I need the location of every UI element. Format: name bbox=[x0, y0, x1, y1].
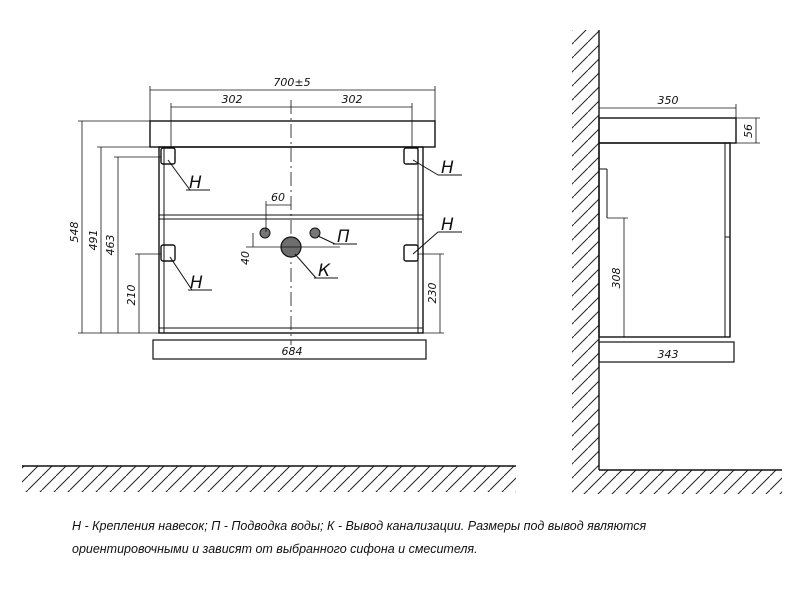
mount-label-2: Н bbox=[441, 158, 454, 178]
legend: Н - Крепления навесок; П - Подводка воды… bbox=[72, 515, 772, 561]
water-inlet-left bbox=[259, 227, 271, 239]
dim-body-height: 308 bbox=[610, 268, 623, 289]
dim-bottom-width: 684 bbox=[282, 345, 303, 358]
front-view: 700±5 302 302 548 491 463 210 230 684 60… bbox=[68, 76, 462, 360]
dim-overall-width: 700±5 bbox=[273, 76, 310, 89]
body-side bbox=[598, 142, 731, 338]
dim-pipe-offset-x: 60 bbox=[271, 191, 285, 204]
mount-brackets bbox=[160, 147, 419, 262]
countertop-side bbox=[598, 117, 737, 144]
dim-height-total: 548 bbox=[68, 222, 81, 243]
floor-front bbox=[22, 465, 516, 492]
legend-line-2: ориентировочными и зависят от выбранного… bbox=[72, 542, 478, 556]
side-view: 350 56 308 343 bbox=[572, 30, 760, 470]
countertop bbox=[149, 120, 436, 148]
dim-height-inner: 463 bbox=[104, 235, 117, 256]
cabinet-body bbox=[158, 146, 424, 334]
mount-label-4: Н bbox=[441, 215, 454, 235]
water-label: П bbox=[337, 227, 350, 247]
mount-label-3: Н bbox=[190, 273, 203, 293]
water-inlet-right bbox=[309, 227, 321, 239]
leader-lines bbox=[167, 159, 462, 291]
dim-pipe-offset-y: 40 bbox=[239, 251, 252, 265]
dim-top-thickness: 56 bbox=[742, 124, 755, 138]
dim-half-right: 302 bbox=[342, 93, 363, 106]
mount-label-1: Н bbox=[189, 173, 202, 193]
dim-right-mount: 230 bbox=[426, 283, 439, 304]
dim-height-mid: 491 bbox=[87, 230, 100, 251]
dim-left-mount: 210 bbox=[125, 285, 138, 306]
floor-side bbox=[572, 469, 782, 494]
legend-line-1: Н - Крепления навесок; П - Подводка воды… bbox=[72, 519, 647, 533]
wall-hatch bbox=[572, 30, 599, 470]
drain-label: К bbox=[318, 261, 331, 281]
dim-depth-bottom: 343 bbox=[658, 348, 679, 361]
front-dimensions bbox=[78, 86, 444, 360]
dim-half-left: 302 bbox=[222, 93, 243, 106]
side-dimensions bbox=[599, 104, 760, 363]
dim-depth-top: 350 bbox=[658, 94, 679, 107]
